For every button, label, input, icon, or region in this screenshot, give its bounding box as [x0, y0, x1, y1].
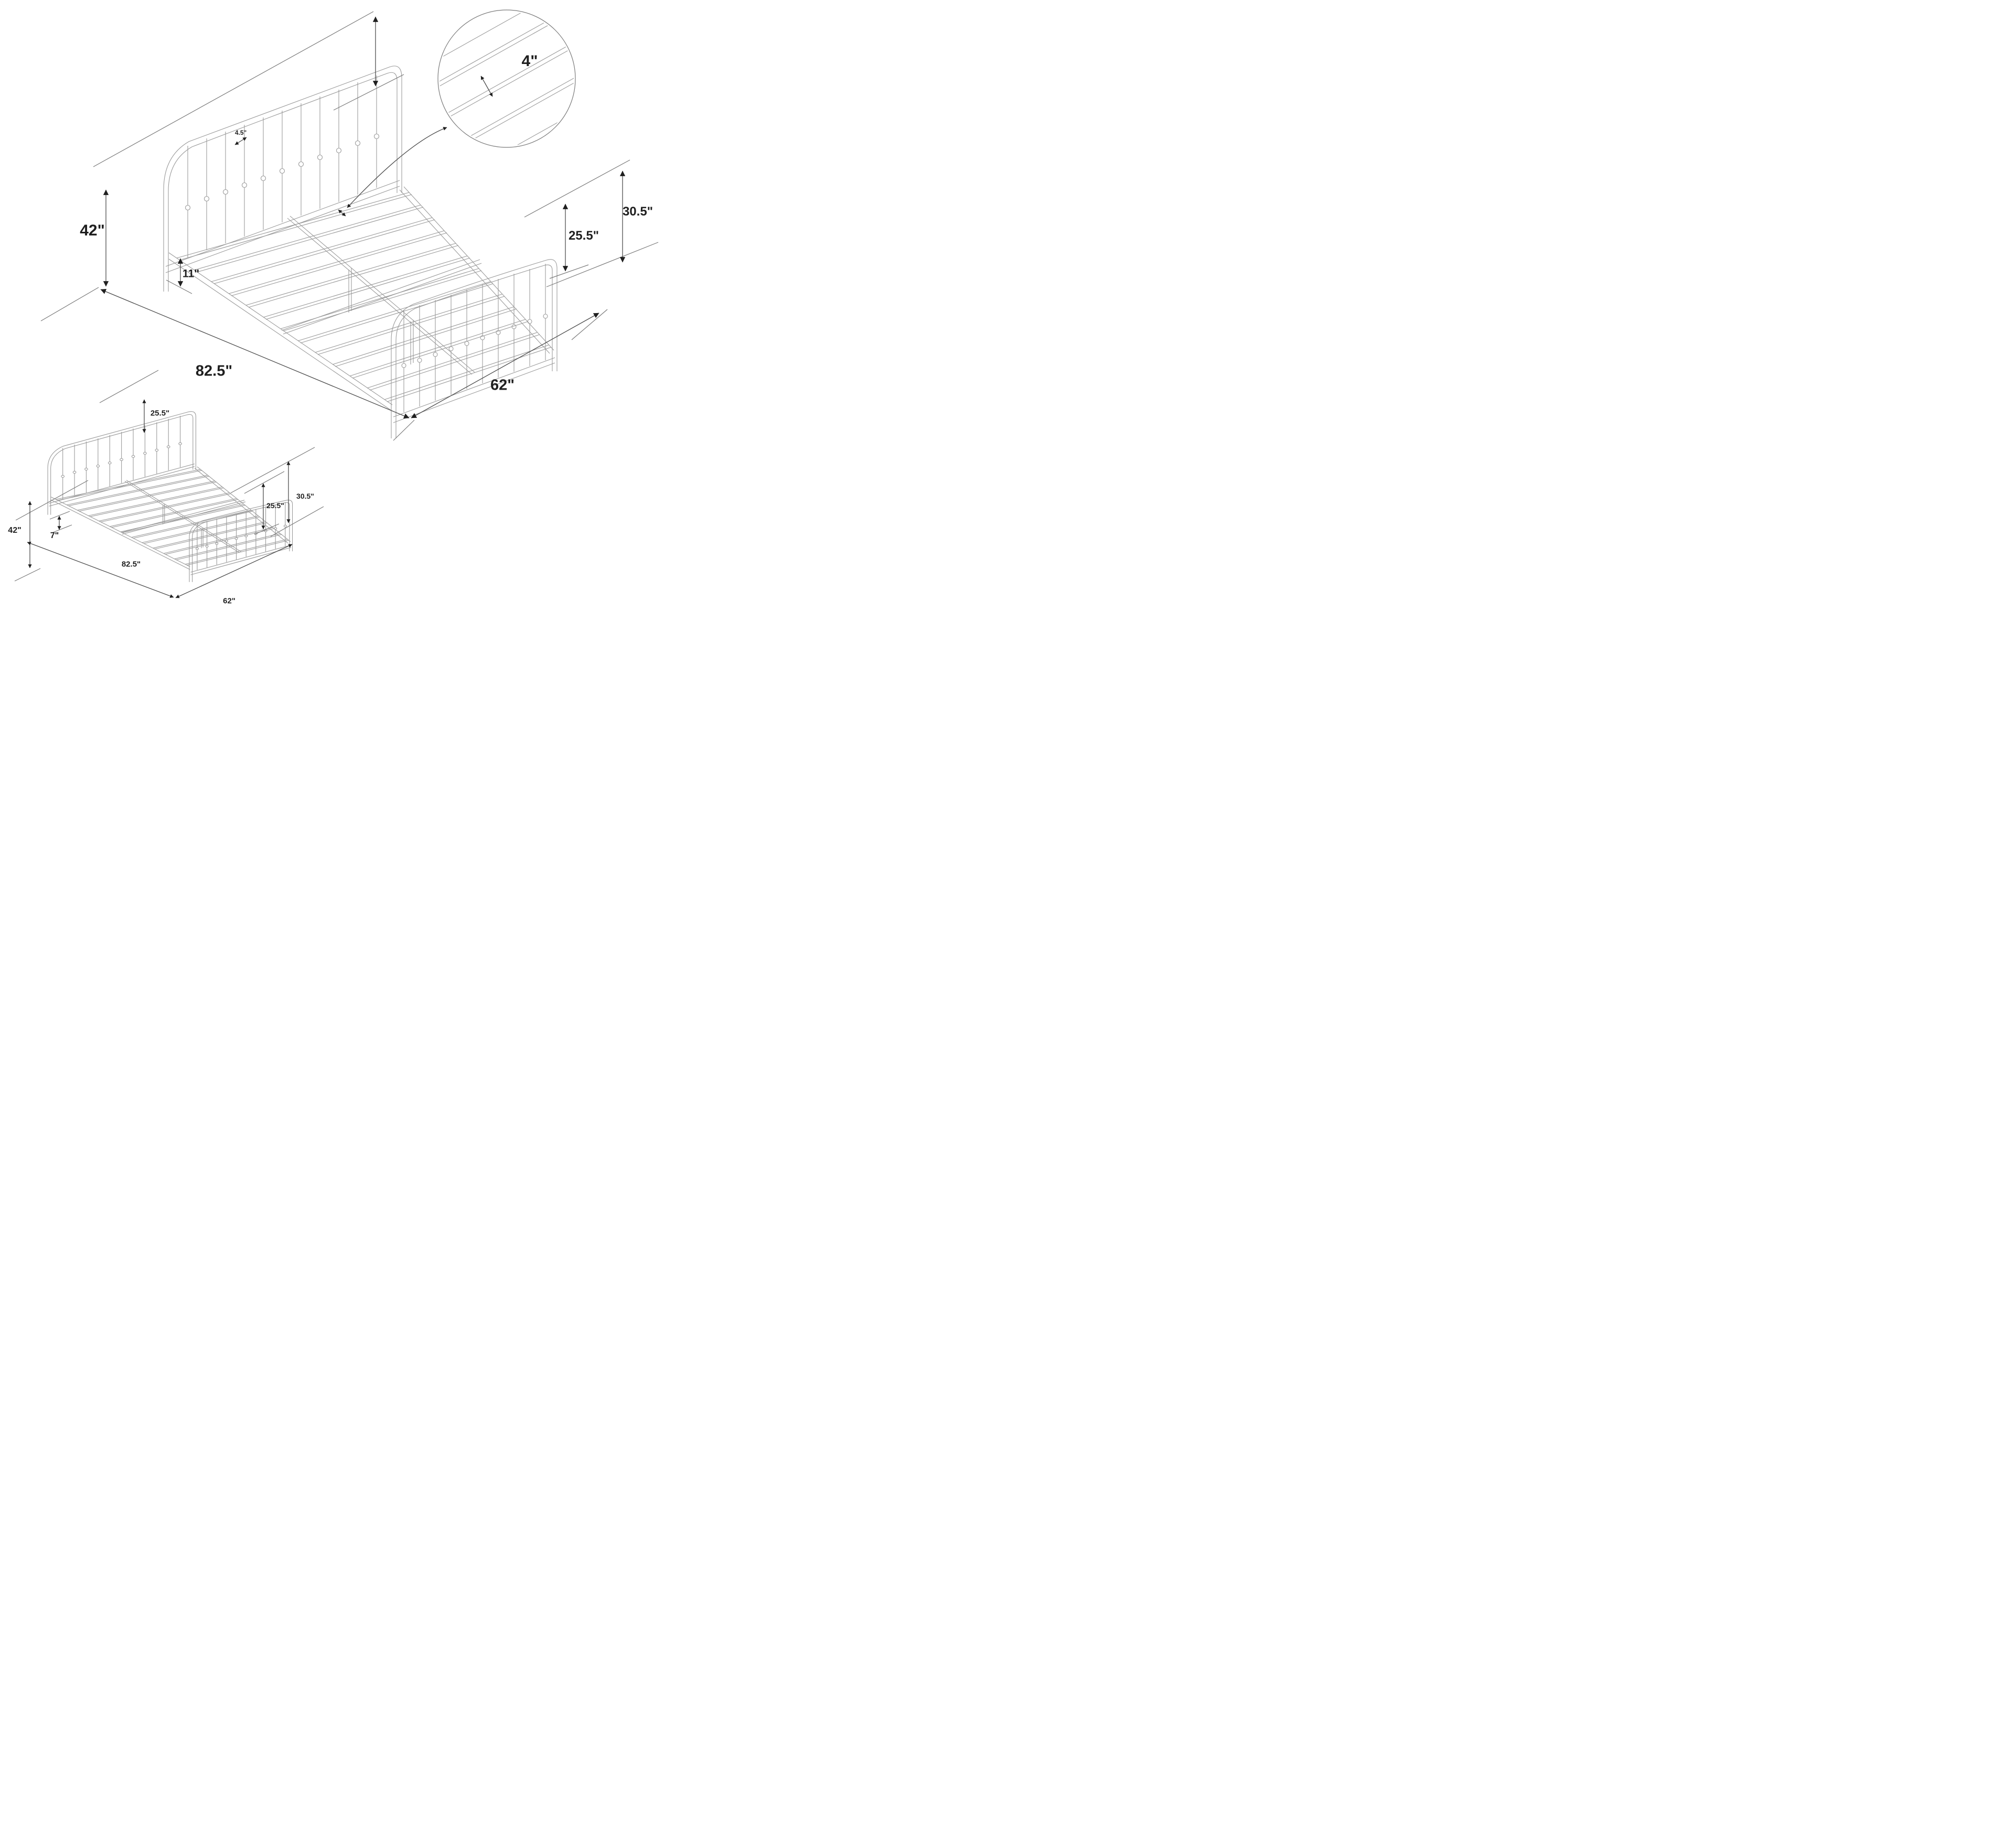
- small-headboard-above-base-label: 25.5": [150, 409, 170, 418]
- detail-circle-callout: [338, 0, 629, 216]
- diagram-linework: [0, 0, 671, 616]
- small-headboard-height-label: 42": [8, 526, 22, 535]
- small-footboard-height-label: 30.5": [296, 492, 314, 500]
- dim-clearance-11: [166, 258, 192, 294]
- small-rail-height-label: 25.5": [266, 501, 284, 510]
- small-dim-length-82-5: [27, 542, 174, 598]
- bed-dimension-diagram: 42" 4.5" 11" 82.5" 62" 25.5" 30.5" 4" 42…: [0, 0, 671, 616]
- detail-leader-line: [347, 127, 447, 208]
- slat-gap-indicator-on-bed: [338, 210, 346, 216]
- small-bed-drawing: [47, 411, 293, 583]
- small-clearance-label: 7": [50, 531, 59, 540]
- dim-width-62: [411, 309, 607, 418]
- small-length-label: 82.5": [121, 560, 141, 569]
- dim-rail-height-25-5: [550, 203, 588, 278]
- main-clearance-label: 11": [182, 267, 200, 280]
- small-dim-clearance-7: [50, 511, 72, 533]
- main-spindle-gap-label: 4.5": [234, 129, 247, 136]
- small-dim-width-62: [175, 544, 293, 598]
- main-headboard-height-label: 42": [80, 222, 105, 239]
- detail-slat-gap-label: 4": [521, 52, 538, 70]
- main-rail-height-label: 25.5": [568, 229, 599, 243]
- dim-length-82-5: [100, 289, 414, 440]
- main-width-label: 62": [490, 377, 515, 394]
- dim-spindle-gap-4-5: [235, 137, 247, 145]
- detail-gap-arrow: [481, 76, 492, 96]
- main-footboard-height-label: 30.5": [622, 205, 654, 219]
- main-wall-lines: [41, 12, 658, 321]
- detail-slat-lines: [382, 0, 629, 185]
- main-length-label: 82.5": [195, 362, 233, 380]
- small-dim-rail-height-25-5: [254, 483, 279, 534]
- small-width-label: 62": [223, 596, 235, 606]
